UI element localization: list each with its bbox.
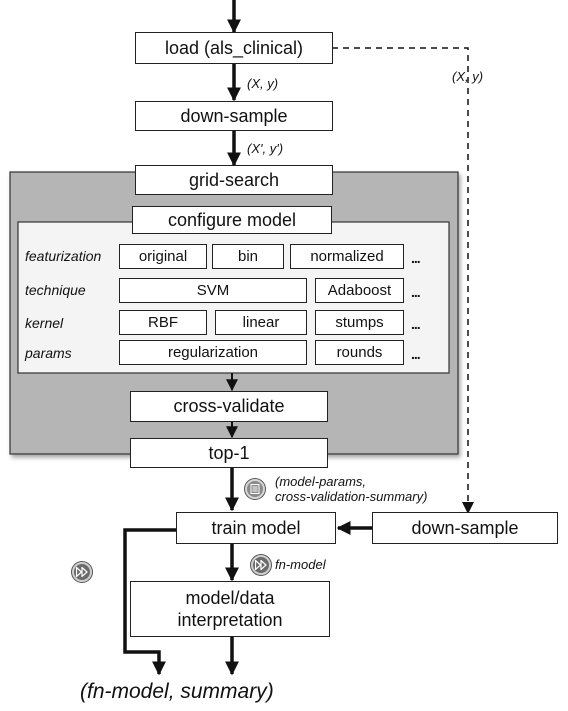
top1-node[interactable]: top-1	[130, 438, 328, 468]
more-params: ...	[411, 346, 421, 362]
option-stumps[interactable]: stumps	[315, 310, 404, 335]
document-icon	[245, 479, 265, 499]
interpretation-line-2: interpretation	[177, 610, 283, 630]
option-svm[interactable]: SVM	[119, 278, 307, 303]
more-kernel: ...	[411, 316, 421, 332]
annotation-xy-dashed: (X, y)	[452, 69, 484, 84]
more-featurization: ...	[411, 250, 421, 266]
option-adaboost[interactable]: Adaboost	[315, 278, 404, 303]
option-linear[interactable]: linear	[215, 310, 307, 335]
arrow-train-bypass	[123, 528, 176, 676]
row-label-kernel: kernel	[25, 315, 64, 331]
row-label-technique: technique	[25, 282, 86, 298]
document-glyph	[250, 484, 260, 494]
train-model-node[interactable]: train model	[176, 512, 336, 544]
option-regularization[interactable]: regularization	[119, 340, 307, 365]
annotation-xy-load: (X, y)	[247, 76, 279, 91]
option-bin[interactable]: bin	[212, 244, 284, 269]
dashed-arrowhead	[462, 502, 474, 514]
annotation-top1-line-1: (model-params,	[275, 474, 367, 489]
configure-model-node[interactable]: configure model	[132, 206, 332, 234]
row-label-featurization: featurization	[25, 248, 102, 264]
grid-search-node[interactable]: grid-search	[135, 165, 333, 195]
row-label-params: params	[25, 345, 72, 361]
fast-forward-icon-bypass	[72, 562, 92, 582]
option-normalized[interactable]: normalized	[290, 244, 404, 269]
cross-validate-node[interactable]: cross-validate	[130, 391, 328, 422]
annotation-fn-model: fn-model	[275, 557, 326, 572]
fast-forward-glyph-bypass	[76, 567, 88, 577]
interpretation-line-1: model/data	[185, 588, 275, 608]
load-node[interactable]: load (als_clinical)	[135, 32, 333, 64]
option-rbf[interactable]: RBF	[119, 310, 207, 335]
fast-forward-glyph	[255, 560, 267, 570]
annotation-xy-prime: (X', y')	[247, 141, 284, 156]
final-output-label: (fn-model, summary)	[80, 680, 274, 703]
downsample-node[interactable]: down-sample	[135, 101, 333, 131]
downsample-right-node[interactable]: down-sample	[372, 512, 558, 544]
annotation-top1-output: (model-params, cross-validation-summary)	[275, 474, 427, 504]
fast-forward-icon	[251, 555, 271, 575]
option-original[interactable]: original	[119, 244, 207, 269]
option-rounds[interactable]: rounds	[315, 340, 404, 365]
interpretation-node[interactable]: model/data interpretation	[130, 581, 330, 637]
more-technique: ...	[411, 284, 421, 300]
dashed-data-path	[332, 47, 469, 502]
annotation-top1-line-2: cross-validation-summary)	[275, 489, 428, 504]
